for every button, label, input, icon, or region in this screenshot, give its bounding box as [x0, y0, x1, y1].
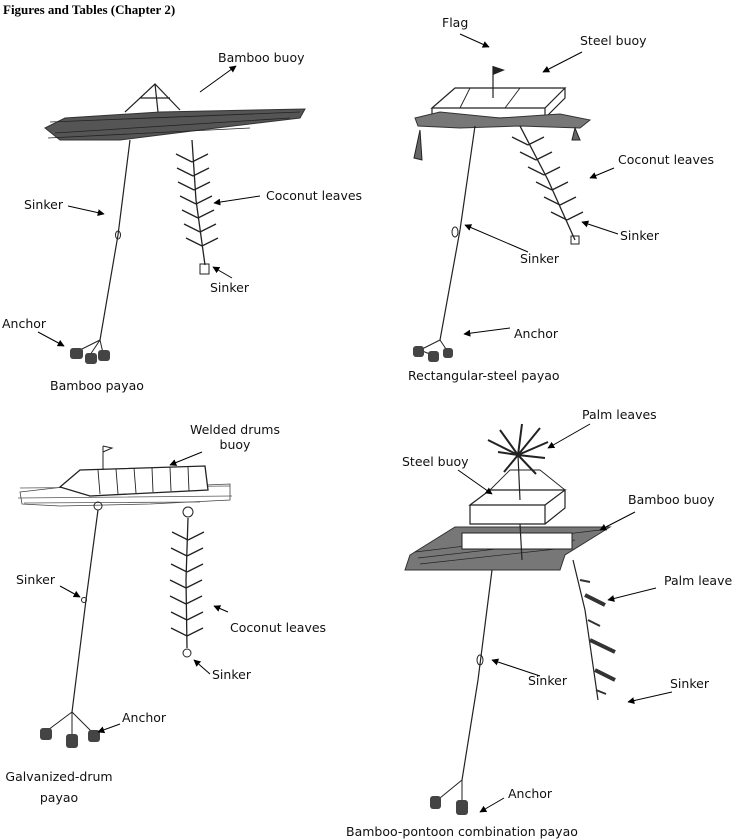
- combo-steel-buoy-label: Steel buoy: [402, 454, 469, 469]
- bamboo-sinker-leaf-label: Sinker: [210, 280, 249, 295]
- steel-coconut-leaves-label: Coconut leaves: [618, 152, 714, 167]
- combo-payao-caption: Bamboo-pontoon combination payao: [346, 824, 578, 839]
- combo-steel-buoy-box: [470, 490, 565, 524]
- drum-anchor-label: Anchor: [122, 710, 166, 725]
- drum-sinker-line-label: Sinker: [16, 572, 55, 587]
- bamboo-anchor-label: Anchor: [2, 316, 46, 331]
- steel-payao-drawing: [413, 34, 618, 362]
- drum-buoy-label-line2: buoy: [180, 437, 290, 452]
- steel-coconut-leaves-icon: [512, 126, 583, 244]
- steel-sinker-line-label: Sinker: [520, 251, 559, 266]
- combo-bamboo-buoy-label: Bamboo buoy: [628, 492, 715, 507]
- drum-buoy-label: Welded drums buoy: [180, 422, 290, 452]
- combo-palm-side-label: Palm leave: [664, 573, 732, 588]
- steel-flag: [493, 66, 505, 75]
- bamboo-buoy-frame: [125, 84, 180, 112]
- steel-flag-label: Flag: [442, 15, 468, 30]
- steel-anchor-label: Anchor: [514, 326, 558, 341]
- bamboo-sinker-line-label: Sinker: [24, 197, 63, 212]
- steel-payao-caption: Rectangular-steel payao: [408, 368, 560, 383]
- drum-coconut-leaves-label: Coconut leaves: [230, 620, 326, 635]
- drum-anchor-icon: [40, 712, 100, 748]
- bamboo-buoy-label: Bamboo buoy: [218, 50, 305, 65]
- combo-palm-top-label: Palm leaves: [582, 407, 657, 422]
- drum-mooring-line: [72, 510, 98, 712]
- combo-mooring-line: [462, 570, 492, 780]
- steel-anchor-icon: [413, 340, 453, 362]
- combo-sinker-line-label: Sinker: [528, 673, 567, 688]
- combo-anchor-icon: [430, 780, 468, 815]
- combo-payao-drawing: [405, 424, 672, 815]
- bamboo-payao-drawing: [38, 66, 305, 364]
- bamboo-mooring-line: [100, 140, 130, 340]
- drum-payao-drawing: [18, 446, 232, 748]
- steel-sinker-leaf-label: Sinker: [620, 228, 659, 243]
- drum-payao-caption: Galvanized-drum payao: [4, 766, 114, 808]
- drum-buoy-label-line1: Welded drums: [180, 422, 290, 437]
- combo-sinker-leaf-label: Sinker: [670, 676, 709, 691]
- drum-coconut-leaves-icon: [170, 518, 204, 657]
- bamboo-payao-caption: Bamboo payao: [50, 378, 144, 393]
- drum-sinker-leaf-label: Sinker: [212, 667, 251, 682]
- combo-anchor-label: Anchor: [508, 786, 552, 801]
- combo-palm-side-icon: [573, 560, 615, 700]
- bamboo-anchor-icon: [70, 340, 110, 364]
- bamboo-coconut-leaves-icon: [176, 140, 218, 274]
- steel-side-weight-icon: [414, 128, 580, 160]
- steel-buoy-label: Steel buoy: [580, 33, 647, 48]
- combo-palm-top-icon: [488, 424, 548, 500]
- bamboo-coconut-leaves-label: Coconut leaves: [266, 188, 362, 203]
- drum-caption-line1: Galvanized-drum: [4, 766, 114, 787]
- drum-caption-line2: payao: [4, 787, 114, 808]
